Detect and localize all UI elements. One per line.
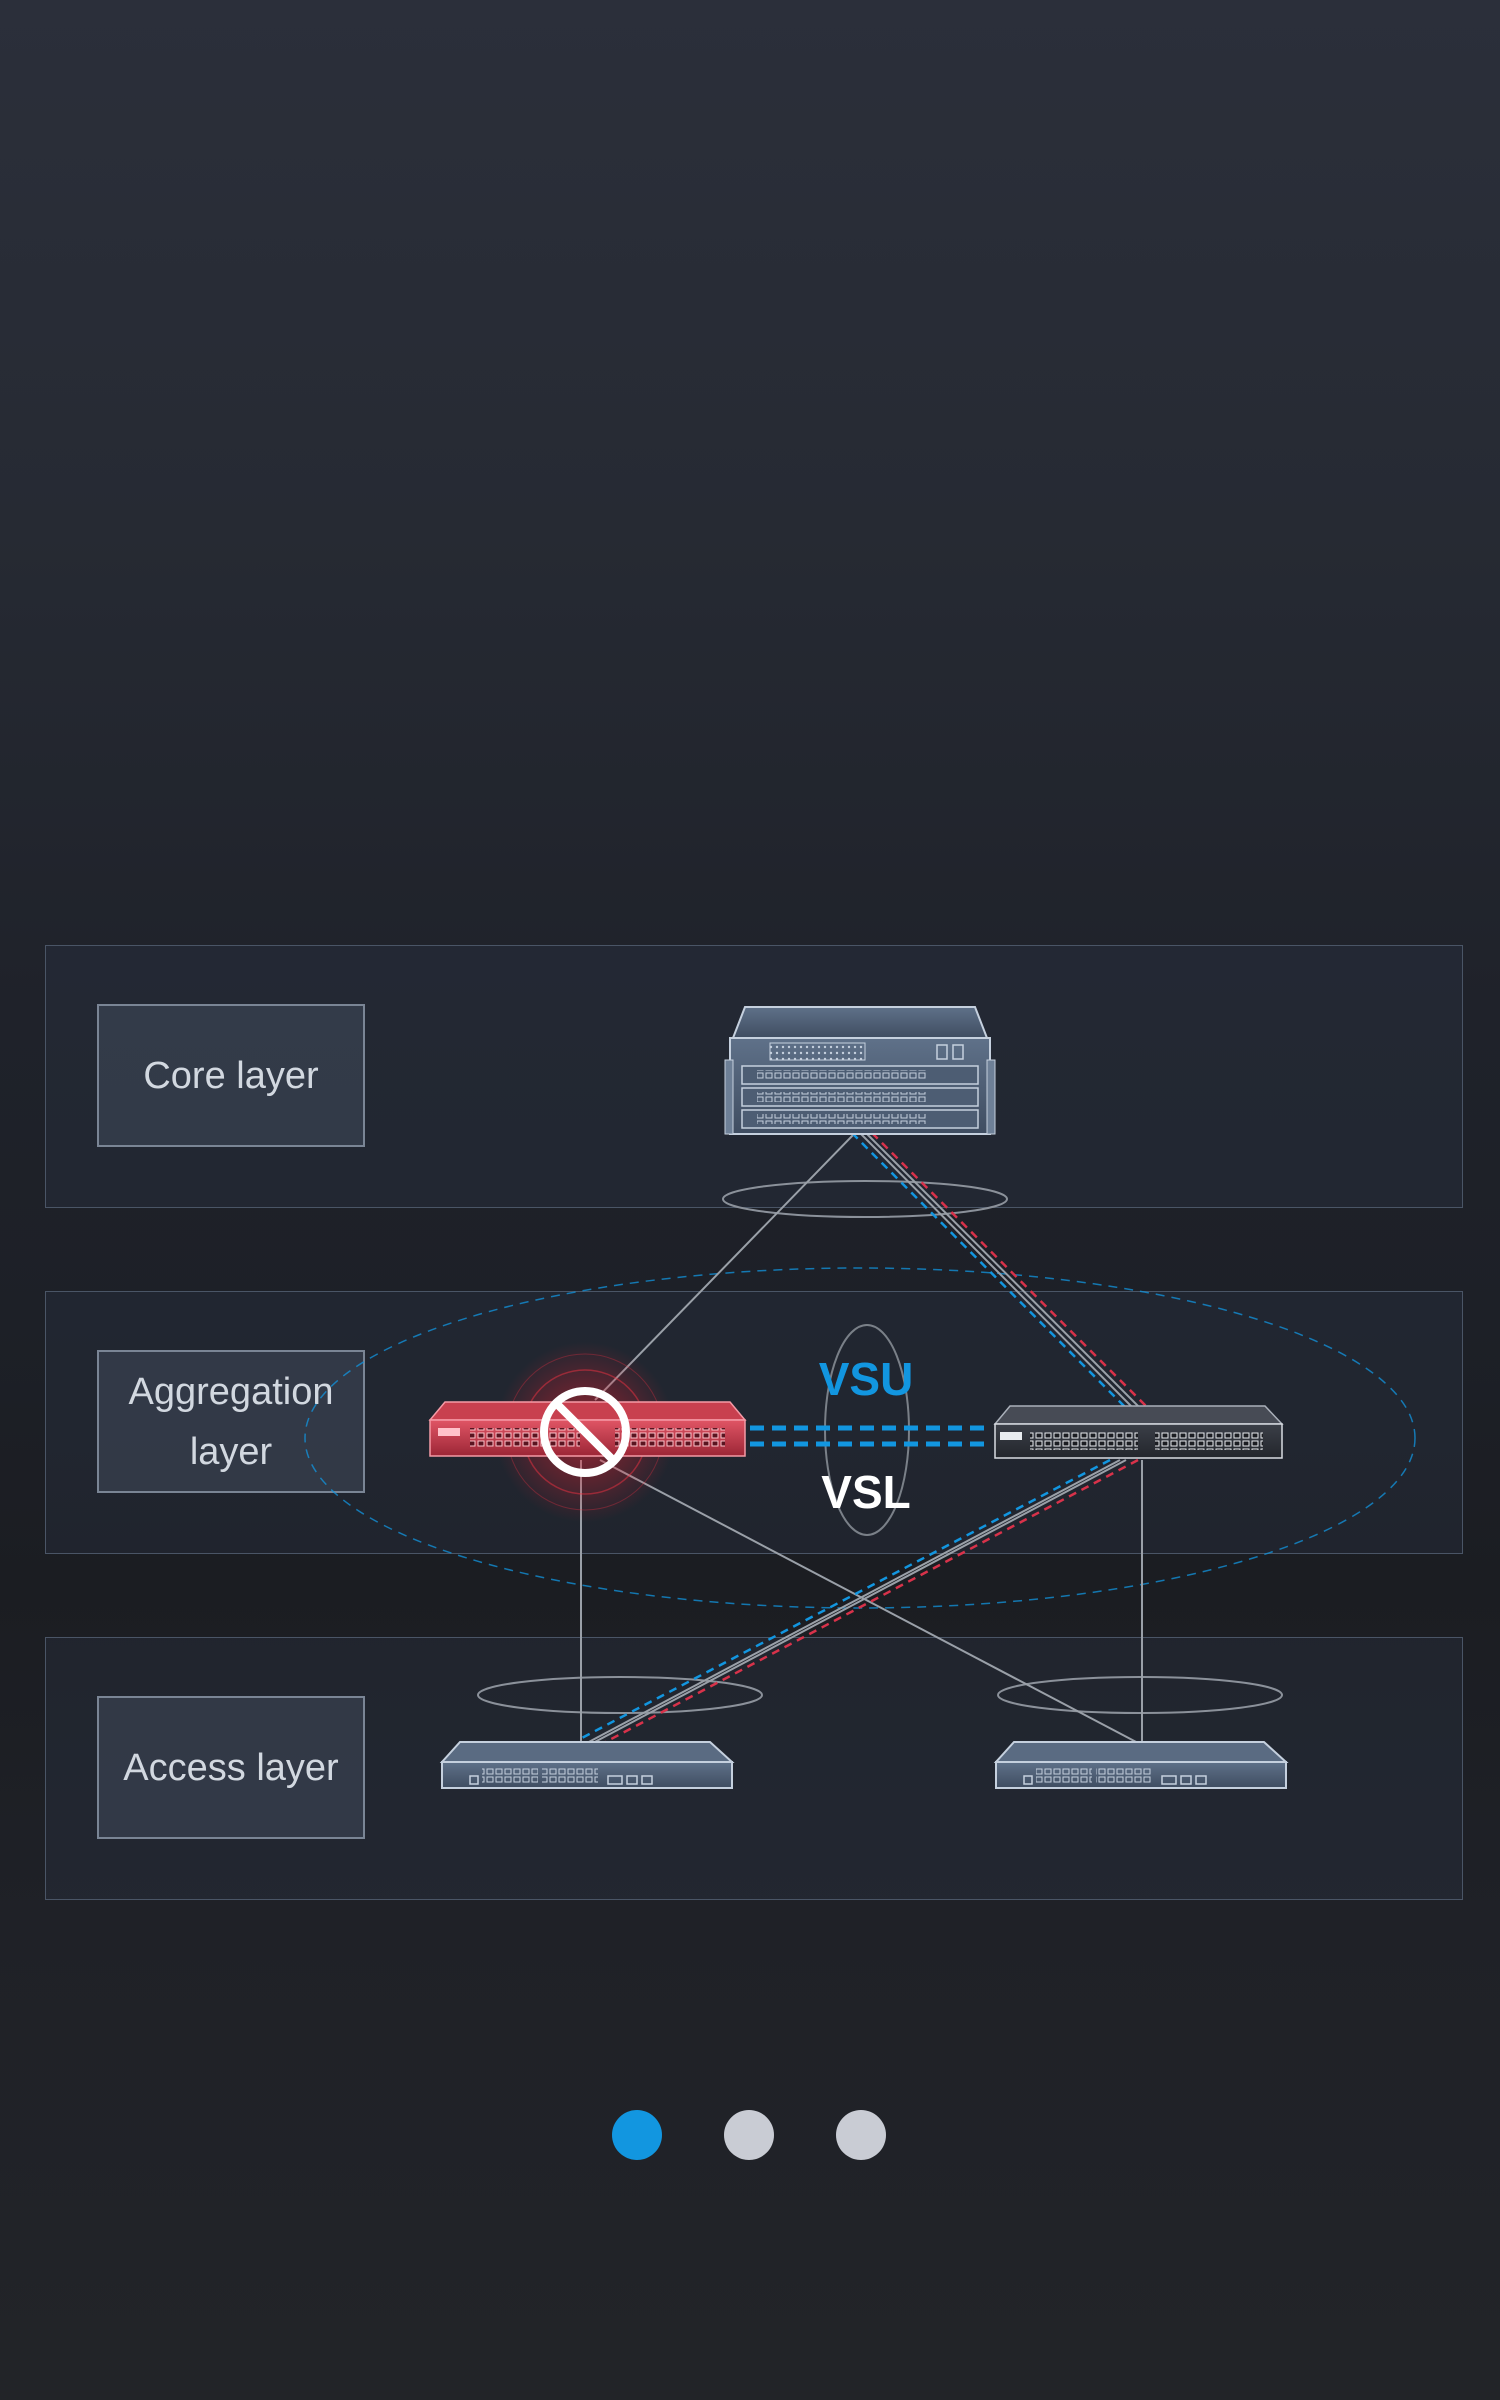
link-agg-left-to-access-right — [599, 1459, 1141, 1745]
pager-dot-1[interactable] — [612, 2110, 662, 2160]
access-right-link-bundle-ellipse — [997, 1676, 1283, 1714]
core-chassis-switch — [724, 1006, 996, 1135]
aggregation-switch-right — [993, 1405, 1284, 1459]
access-switch-right — [993, 1741, 1289, 1789]
vsl-label: VSL — [821, 1466, 910, 1518]
vsu-traffic-path-blue — [577, 1132, 1129, 1742]
core-layer-label: Core layer — [97, 1004, 365, 1147]
vsu-label: VSU — [819, 1353, 914, 1405]
vsl-links — [750, 1425, 992, 1447]
core-link-bundle-ellipse — [722, 1180, 1008, 1218]
access-layer-label: Access layer — [97, 1696, 365, 1839]
access-left-link-bundle-ellipse — [477, 1676, 763, 1714]
core-layer-panel: Core layer — [45, 945, 1463, 1208]
pager-dot-2[interactable] — [724, 2110, 774, 2160]
link-core-to-agg-right-2 — [865, 1132, 1143, 1411]
access-switch-left — [439, 1741, 735, 1789]
failover-traffic-path-red — [597, 1132, 1151, 1748]
prohibited-icon — [540, 1387, 630, 1477]
link-core-to-agg-left — [594, 1132, 856, 1401]
carousel-pager — [612, 2110, 886, 2160]
pager-dot-3[interactable] — [836, 2110, 886, 2160]
link-core-to-agg-right — [859, 1132, 1136, 1411]
link-agg-right-to-access-left-2 — [590, 1459, 1127, 1745]
link-agg-right-to-access-left — [584, 1459, 1121, 1745]
physical-links — [580, 1132, 1143, 1745]
